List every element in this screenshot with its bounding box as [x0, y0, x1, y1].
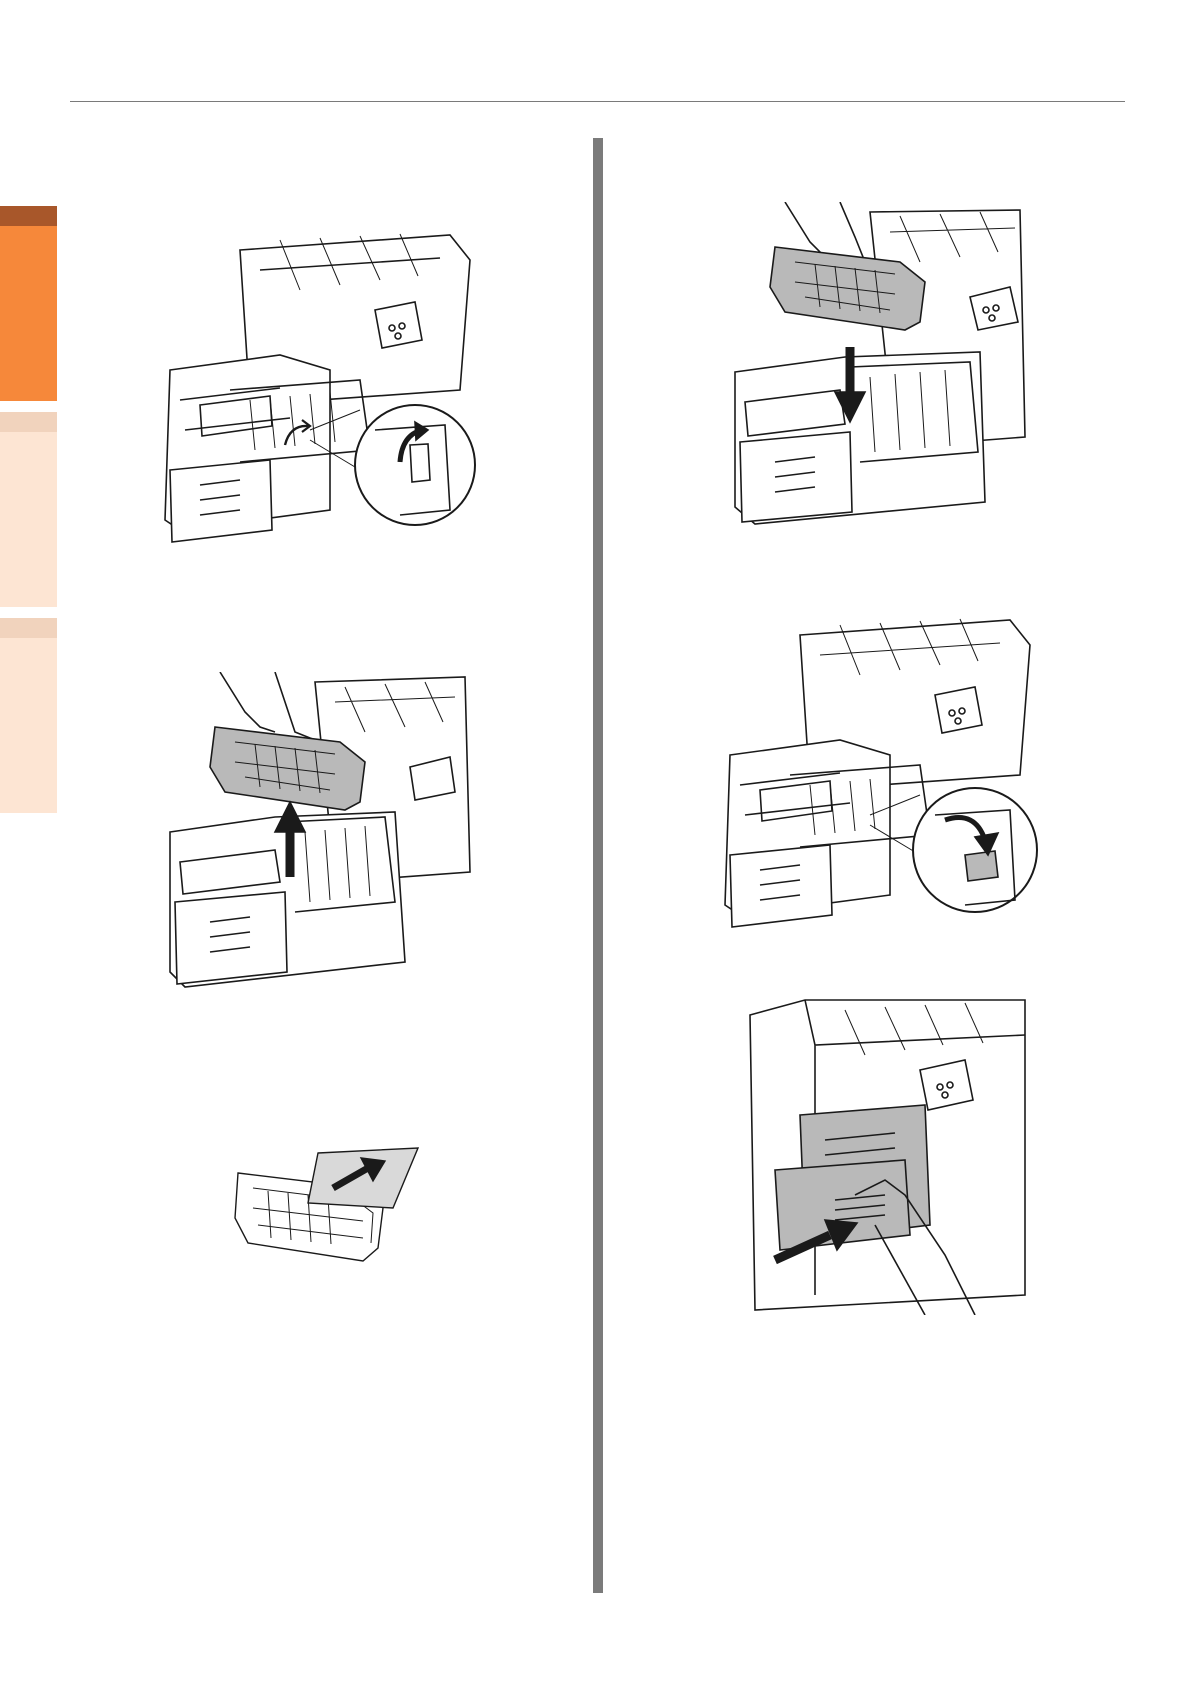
install-fuser-illustration [730, 202, 1030, 527]
unlock-fuser-lever-illustration [160, 230, 490, 550]
fuser-paper-illustration [233, 1143, 423, 1268]
side-tab-1-cap [0, 206, 57, 226]
side-tab-3-cap [0, 618, 57, 638]
lock-fuser-lever-illustration [720, 615, 1040, 935]
close-duplex-unit-illustration [745, 995, 1030, 1315]
column-divider [593, 138, 603, 1593]
side-tab-3[interactable] [0, 618, 57, 813]
header-rule [70, 101, 1125, 102]
remove-fuser-illustration [165, 672, 475, 992]
side-tab-1[interactable] [0, 206, 57, 401]
side-tab-2-cap [0, 412, 57, 432]
side-tab-2[interactable] [0, 412, 57, 607]
